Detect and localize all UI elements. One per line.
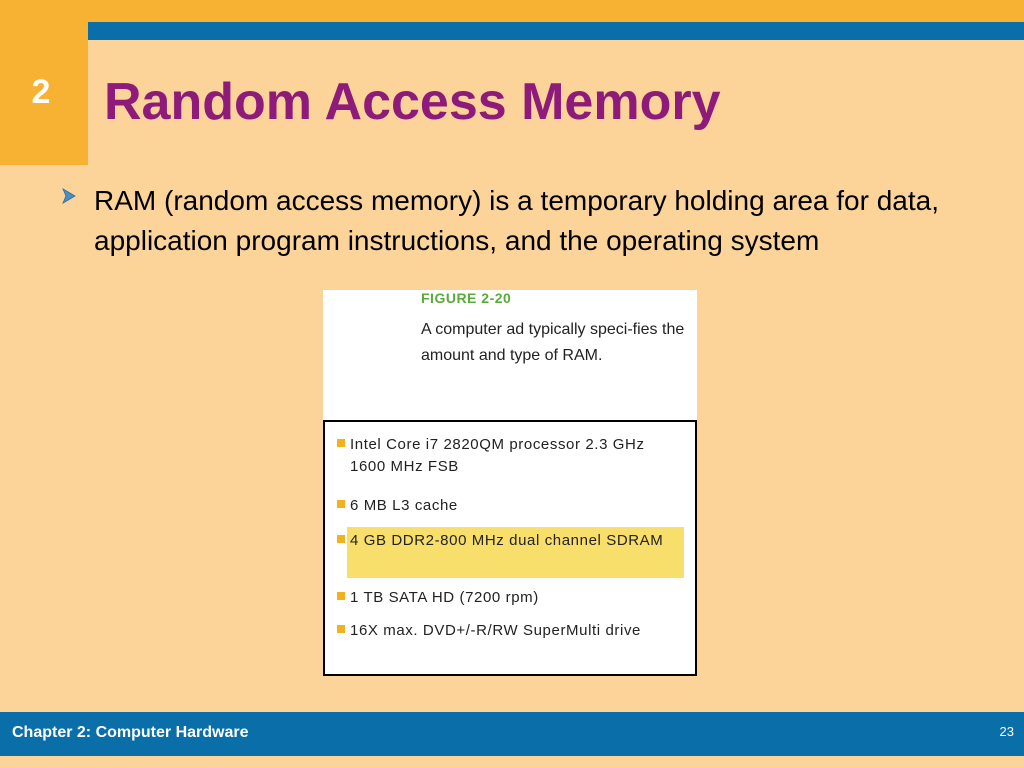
square-bullet-icon — [337, 592, 345, 600]
spec-text: 6 MB L3 cache — [350, 497, 458, 514]
spec-text: Intel Core i7 2820QM processor 2.3 GHz 1… — [350, 436, 645, 475]
bullet-text: RAM (random access memory) is a temporar… — [94, 185, 939, 256]
header-blue-bar — [88, 22, 1024, 40]
slide-title: Random Access Memory — [104, 73, 721, 131]
computer-ad-box: Intel Core i7 2820QM processor 2.3 GHz 1… — [323, 420, 697, 676]
spec-text: 4 GB DDR2-800 MHz dual channel SDRAM — [350, 532, 664, 549]
spec-text: 1 TB SATA HD (7200 rpm) — [350, 589, 539, 606]
square-bullet-icon — [337, 500, 345, 508]
square-bullet-icon — [337, 535, 345, 543]
chapter-badge: 2 — [0, 22, 88, 165]
top-accent-stripe — [0, 0, 1024, 22]
footer-chapter-label: Chapter 2: Computer Hardware — [12, 724, 249, 741]
spec-text: 16X max. DVD+/-R/RW SuperMulti drive — [350, 622, 641, 639]
square-bullet-icon — [337, 625, 345, 633]
spec-highlight — [347, 527, 684, 578]
figure-caption: A computer ad typically speci-fies the a… — [421, 321, 685, 364]
bottom-accent-stripe — [0, 756, 1024, 768]
square-bullet-icon — [337, 439, 345, 447]
arrow-bullet-icon — [62, 188, 76, 204]
figure-label: FIGURE 2-20 — [421, 290, 512, 306]
figure-image: FIGURE 2-20 A computer ad typically spec… — [323, 290, 697, 676]
page-number: 23 — [999, 724, 1014, 739]
chapter-number: 2 — [31, 73, 51, 111]
footer-bar: Chapter 2: Computer Hardware 23 — [0, 712, 1024, 756]
